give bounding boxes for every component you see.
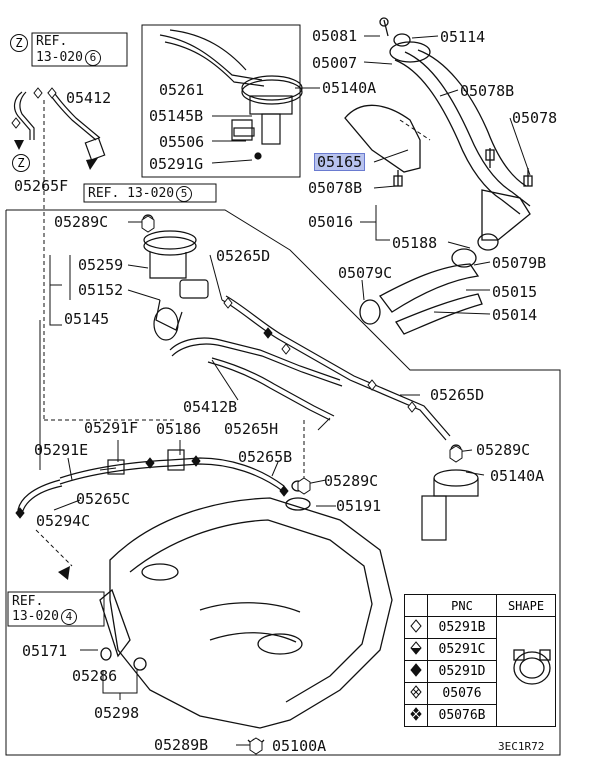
part-05289c-3-label[interactable]: 05289C bbox=[324, 472, 379, 490]
main-frame bbox=[5, 209, 561, 756]
nut-05289b-icon bbox=[249, 737, 263, 755]
part-05014-label[interactable]: 05014 bbox=[492, 306, 538, 324]
part-05078b-mid-label[interactable]: 05078B bbox=[308, 179, 363, 197]
ref-bottom-num: 4 bbox=[60, 609, 77, 625]
diamond-cross-icon bbox=[404, 682, 428, 705]
part-05078b-top-label[interactable]: 05078B bbox=[460, 82, 515, 100]
legend-header-pnc: PNC bbox=[427, 594, 497, 617]
ref-box-mid bbox=[83, 183, 217, 203]
part-05412-label[interactable]: 05412 bbox=[66, 89, 112, 107]
diamond-filled-icon bbox=[404, 660, 428, 683]
ref-bottom-line1: REF. bbox=[12, 594, 44, 609]
legend-pnc-4: 05076 bbox=[427, 682, 497, 705]
part-05171-label[interactable]: 05171 bbox=[22, 642, 68, 660]
filler-neck-assembly bbox=[344, 17, 533, 335]
legend-pnc-1: 05291B bbox=[427, 616, 497, 639]
part-05291f-label[interactable]: 05291F bbox=[84, 419, 139, 437]
part-05265f-label[interactable]: 05265F bbox=[14, 177, 69, 195]
pump-inset-box bbox=[141, 24, 301, 178]
part-05265h-label[interactable]: 05265H bbox=[224, 420, 279, 438]
part-05081-label[interactable]: 05081 bbox=[312, 27, 358, 45]
part-05298-label[interactable]: 05298 bbox=[94, 704, 140, 722]
part-05140a-bottom-label[interactable]: 05140A bbox=[490, 467, 545, 485]
fuel-pump-module-inset bbox=[159, 29, 303, 160]
part-05145b-label[interactable]: 05145B bbox=[149, 107, 204, 125]
part-05289b-label[interactable]: 05289B bbox=[154, 736, 209, 754]
nut-05289c-1-icon bbox=[141, 215, 155, 233]
part-05145-label[interactable]: 05145 bbox=[64, 310, 110, 328]
ref-box-bottom bbox=[7, 591, 105, 627]
part-05265b-label[interactable]: 05265B bbox=[238, 448, 293, 466]
legend-shape-cell bbox=[496, 616, 556, 727]
zone-marker-top: Z bbox=[10, 34, 28, 52]
part-05140a-top-label[interactable]: 05140A bbox=[322, 79, 377, 97]
part-05506-label[interactable]: 05506 bbox=[159, 133, 205, 151]
diamond-filled-cross-icon bbox=[404, 704, 428, 727]
part-05015-label[interactable]: 05015 bbox=[492, 283, 538, 301]
part-05259-label[interactable]: 05259 bbox=[78, 256, 124, 274]
fuel-tank bbox=[99, 480, 393, 750]
part-05078-label[interactable]: 05078 bbox=[512, 109, 558, 127]
diamond-half-icon bbox=[404, 638, 428, 661]
zone-marker-mid: Z bbox=[12, 154, 30, 172]
part-05412b-label[interactable]: 05412B bbox=[183, 398, 238, 416]
part-05265d-2-label[interactable]: 05265D bbox=[430, 386, 485, 404]
pump-module-right bbox=[421, 444, 479, 541]
ref-mid-num: 5 bbox=[176, 186, 193, 202]
fuel-pump-assembly bbox=[142, 214, 209, 341]
legend-pnc-5: 05076B bbox=[427, 704, 497, 727]
part-05291e-label[interactable]: 05291E bbox=[34, 441, 89, 459]
part-05152-label[interactable]: 05152 bbox=[78, 281, 124, 299]
part-05079b-label[interactable]: 05079B bbox=[492, 254, 547, 272]
nut-05289c-2-icon bbox=[449, 445, 463, 463]
legend-header-shape: SHAPE bbox=[496, 594, 556, 617]
part-05100a-label[interactable]: 05100A bbox=[272, 737, 327, 755]
part-05289c-2-label[interactable]: 05289C bbox=[476, 441, 531, 459]
part-05286-label[interactable]: 05286 bbox=[72, 667, 118, 685]
legend-pnc-2: 05291C bbox=[427, 638, 497, 661]
nut-05289c-3-icon bbox=[297, 477, 311, 495]
symbol-legend-table: PNC SHAPE 05291B 05291C 05291D 05076 050… bbox=[404, 594, 556, 727]
part-05294c-label[interactable]: 05294C bbox=[36, 512, 91, 530]
part-05114-label[interactable]: 05114 bbox=[440, 28, 486, 46]
ref-top-num: 6 bbox=[84, 50, 101, 66]
diamond-outline-icon bbox=[404, 616, 428, 639]
part-05007-label[interactable]: 05007 bbox=[312, 54, 358, 72]
diagram-code: 3EC1R72 bbox=[498, 740, 545, 753]
part-05265c-label[interactable]: 05265C bbox=[76, 490, 131, 508]
ref-box-top bbox=[31, 32, 128, 67]
part-05291g-label[interactable]: 05291G bbox=[149, 155, 204, 173]
part-05188-label[interactable]: 05188 bbox=[392, 234, 438, 252]
part-05265d-1-label[interactable]: 05265D bbox=[216, 247, 271, 265]
part-05079c-label[interactable]: 05079C bbox=[338, 264, 393, 282]
part-05016-label[interactable]: 05016 bbox=[308, 213, 354, 231]
part-05191-label[interactable]: 05191 bbox=[336, 497, 382, 515]
part-05261-label[interactable]: 05261 bbox=[159, 81, 205, 99]
part-05165-label[interactable]: 05165 bbox=[314, 153, 366, 171]
part-05289c-1-label[interactable]: 05289C bbox=[54, 213, 109, 231]
legend-pnc-3: 05291D bbox=[427, 660, 497, 683]
part-05186-label[interactable]: 05186 bbox=[156, 420, 202, 438]
ref-top-line1: REF. bbox=[36, 34, 68, 49]
